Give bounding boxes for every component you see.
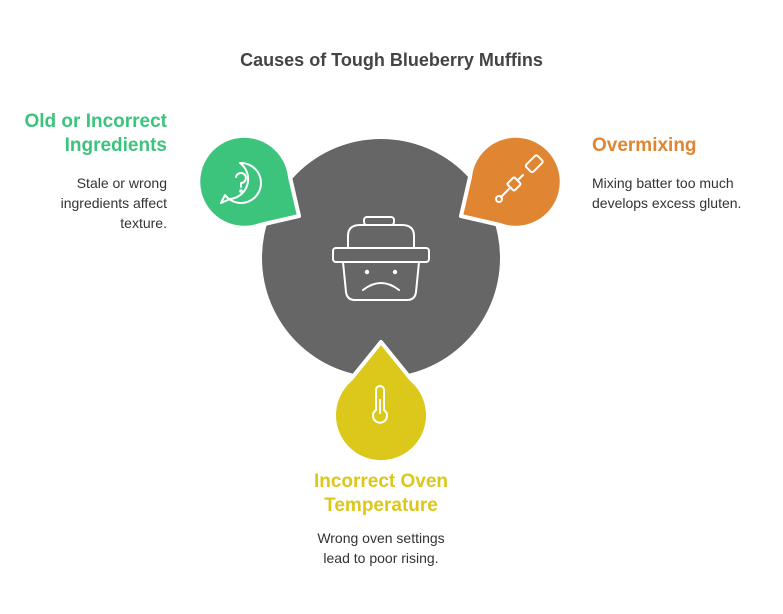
overmixing-title: Overmixing xyxy=(592,135,697,156)
ingredients-title: Old or Incorrect Ingredients xyxy=(24,111,167,156)
overmixing-teardrop xyxy=(459,133,564,230)
overmixing-description: Mixing batter too much develops excess g… xyxy=(592,175,742,211)
oven-description: Wrong oven settings lead to poor rising. xyxy=(317,530,445,566)
sad-basket-icon xyxy=(332,216,430,301)
diagram-title: Causes of Tough Blueberry Muffins xyxy=(240,50,543,70)
hand-mixer-icon xyxy=(495,154,544,203)
oven-title: Incorrect Oven Temperature xyxy=(313,471,449,516)
ingredients-description: Stale or wrong ingredients affect textur… xyxy=(60,175,167,231)
center-circle xyxy=(262,139,500,377)
thermometer-icon xyxy=(372,385,388,424)
question-mark-icon xyxy=(220,161,262,204)
